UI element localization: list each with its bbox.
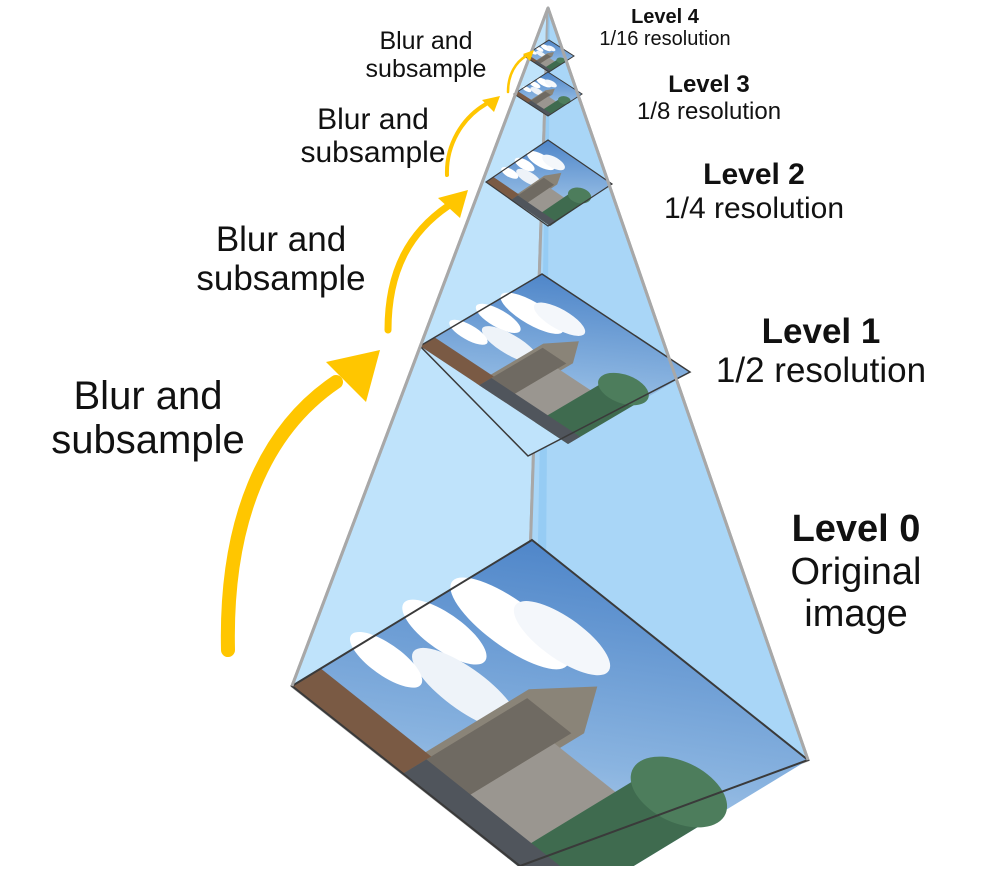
level-4-title: Level 4 xyxy=(631,6,699,28)
blur-subsample-label-level3: Blur and subsample xyxy=(365,27,487,83)
image-plane-level-2 xyxy=(483,138,614,227)
pyramid-edges xyxy=(290,7,810,761)
level-0-label: Level 0 Original image xyxy=(770,508,942,636)
image-plane-level-3 xyxy=(512,71,583,117)
blur-subsample-label-level1: Blur and subsample xyxy=(196,220,366,298)
level-0-subtitle: Original image xyxy=(790,550,922,636)
level-3-title: Level 3 xyxy=(668,71,750,98)
level-3-subtitle: 1/8 resolution xyxy=(636,97,782,125)
level-1-title: Level 1 xyxy=(761,312,881,351)
level-2-subtitle: 1/4 resolution xyxy=(663,191,845,225)
level-2-label: Level 2 1/4 resolution xyxy=(636,158,872,225)
level-2-title: Level 2 xyxy=(703,158,805,191)
level-4-label: Level 4 1/16 resolution xyxy=(570,6,760,51)
arrow-level2-to-level3 xyxy=(444,96,500,177)
arrow-level0-to-level1 xyxy=(220,350,380,657)
blur-subsample-label-level0: Blur and subsample xyxy=(51,374,245,462)
level-1-label: Level 1 1/2 resolution xyxy=(690,312,952,390)
arrow-level3-to-level4 xyxy=(506,50,534,94)
arrow-level1-to-level2 xyxy=(384,190,468,334)
level-1-subtitle: 1/2 resolution xyxy=(715,351,927,391)
level-0-title: Level 0 xyxy=(791,508,921,550)
level-3-label: Level 3 1/8 resolution xyxy=(604,71,814,126)
blur-subsample-label-level2: Blur and subsample xyxy=(300,103,446,169)
image-plane-level-1 xyxy=(414,270,693,457)
level-4-subtitle: 1/16 resolution xyxy=(599,28,731,51)
